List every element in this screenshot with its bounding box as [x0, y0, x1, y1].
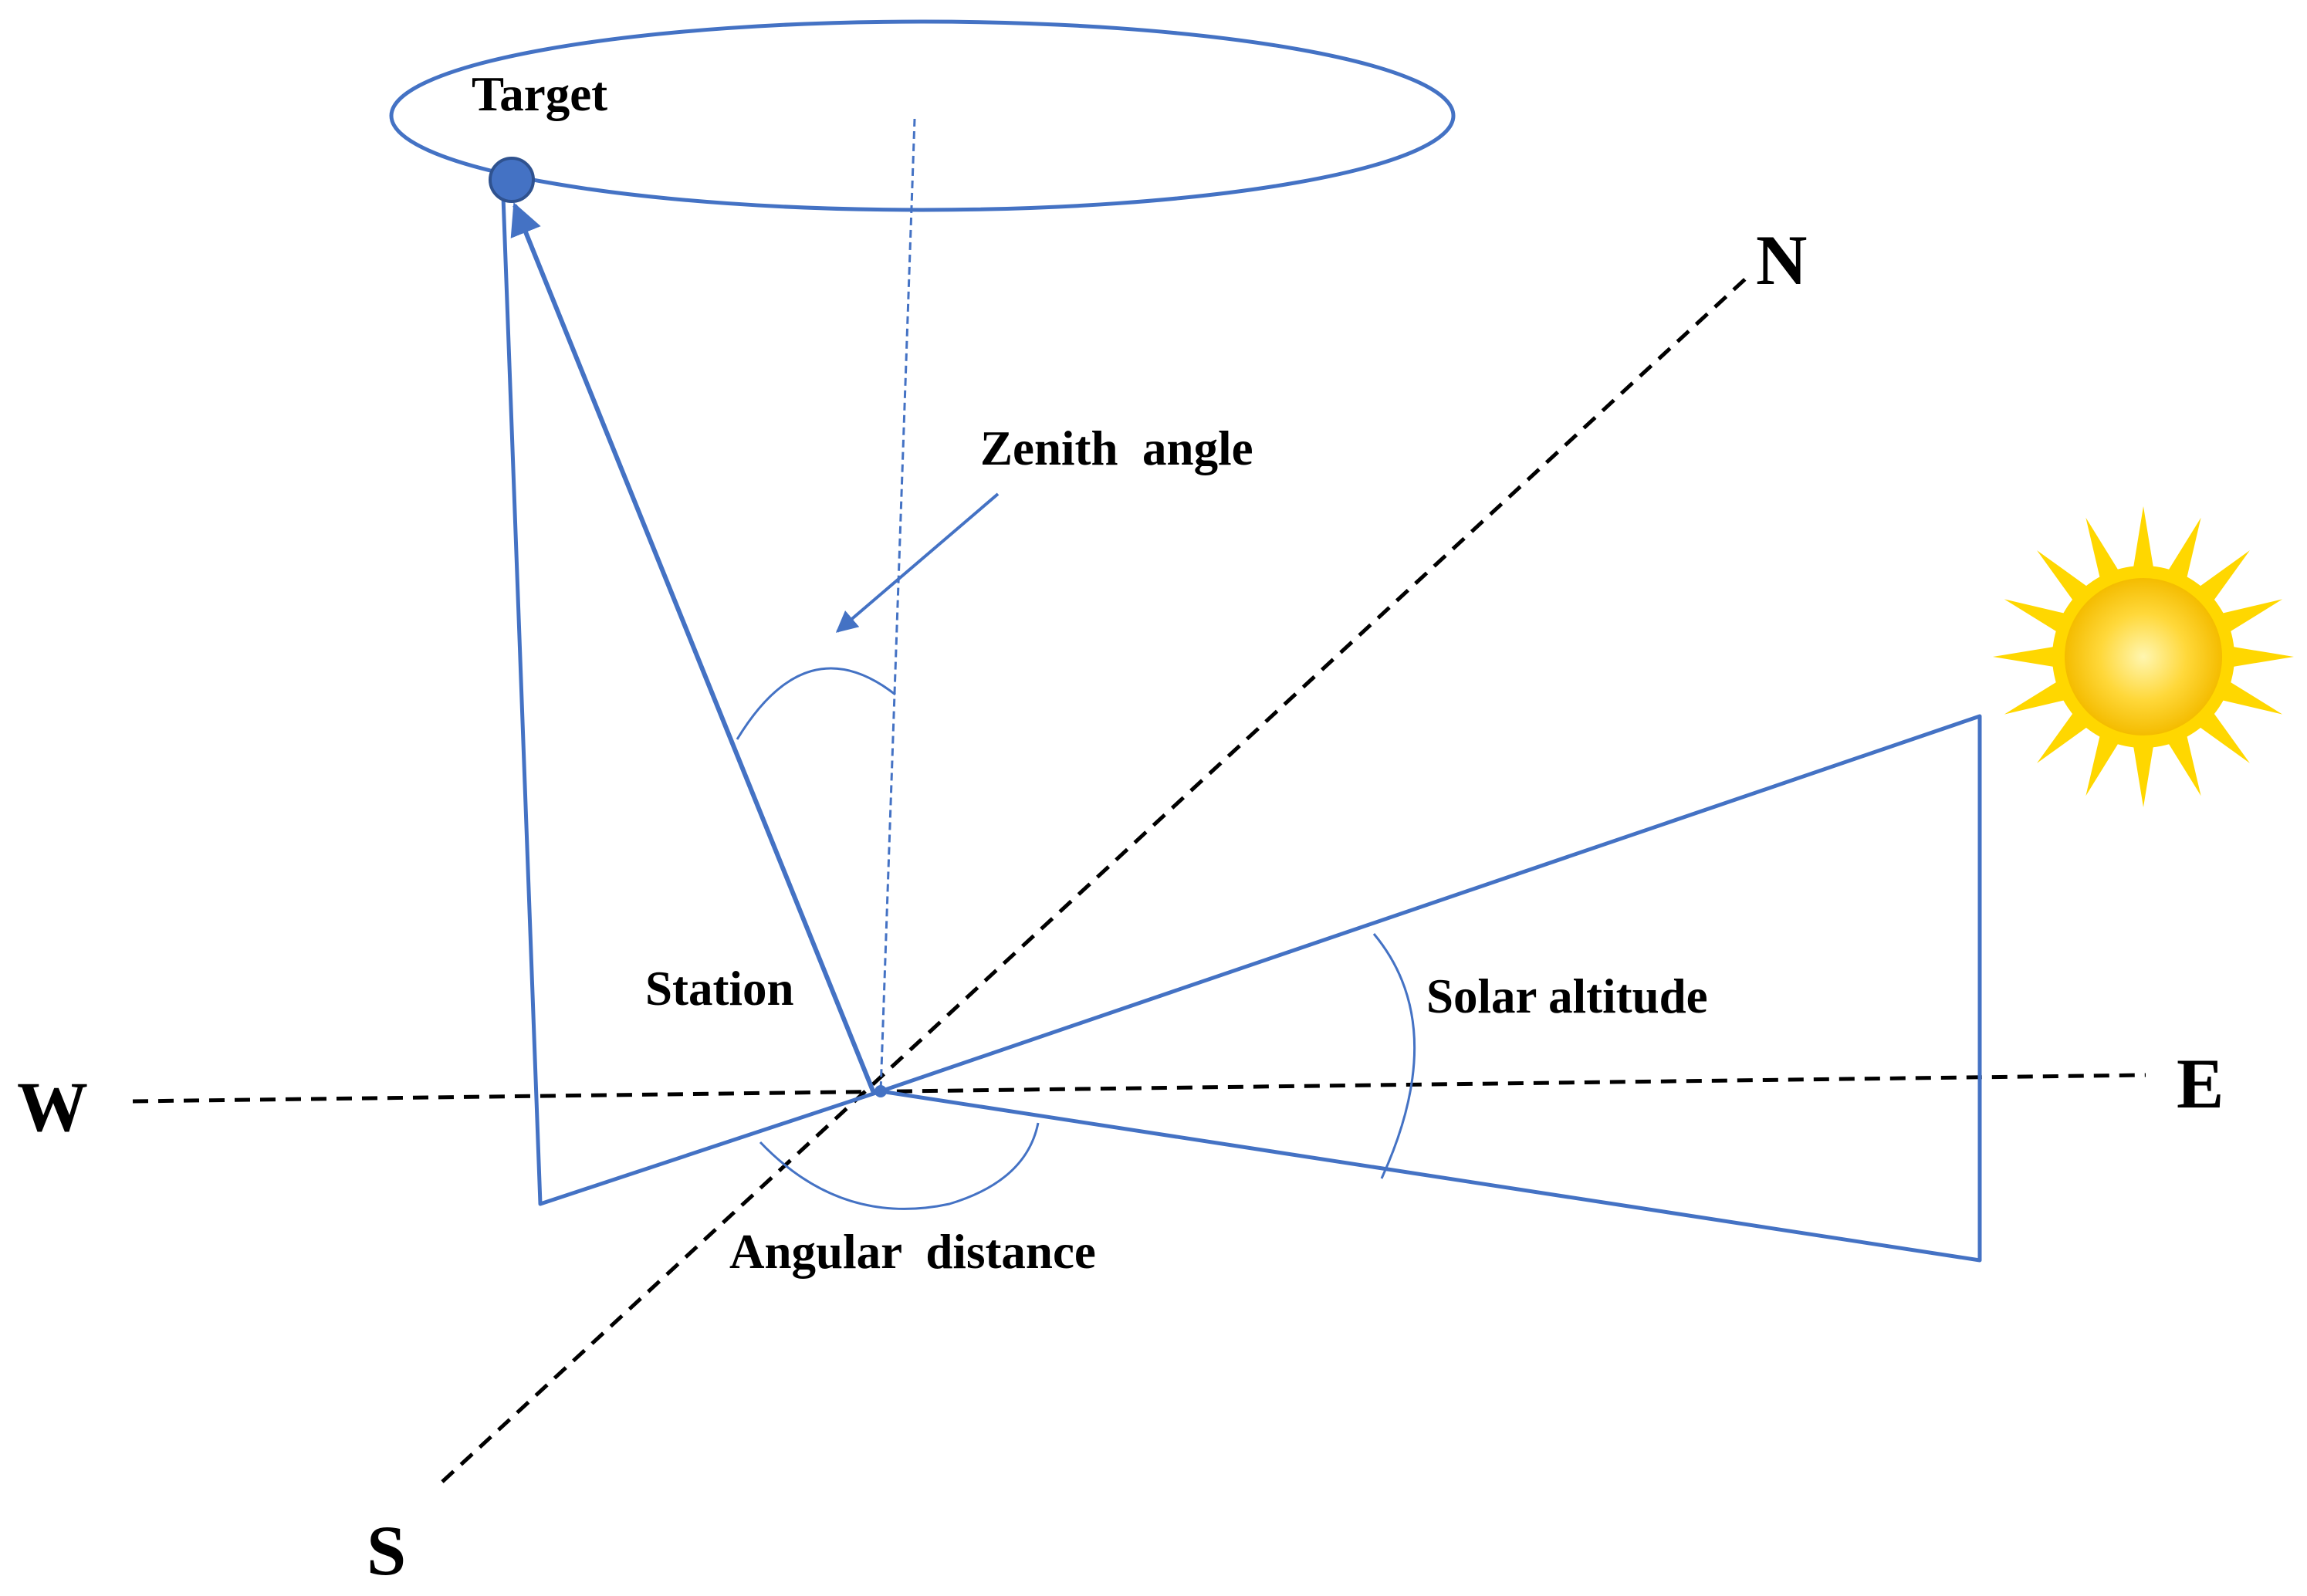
target-label: Target: [472, 67, 607, 121]
station-label: Station: [645, 962, 794, 1016]
west-east-axis: [132, 1073, 2146, 1104]
zenith-line: [879, 118, 916, 1092]
target-orbit-ellipse: [389, 19, 1456, 212]
solar-geometry-triangle: [878, 714, 1982, 1263]
east-label: E: [2177, 1044, 2224, 1123]
target-projection-triangle: [501, 196, 881, 1206]
zenith-angle-pointer-arrow: [835, 492, 1000, 633]
station-point: [874, 1085, 887, 1097]
west-label: W: [17, 1067, 88, 1146]
sun-icon: [1993, 506, 2294, 807]
angular-distance-arc: [759, 1122, 1040, 1210]
solar-altitude-arc: [1372, 933, 1416, 1179]
south-label: S: [367, 1511, 406, 1590]
solar-altitude-label: Solar altitude: [1426, 969, 1708, 1023]
target-dot-icon: [489, 157, 535, 203]
line-of-sight-arrow: [510, 202, 876, 1094]
zenith-angle-arc: [736, 667, 896, 740]
zenith-angle-label: Zenith angle: [980, 421, 1253, 475]
north-label: N: [1756, 221, 1807, 299]
south-north-axis: [441, 275, 1750, 1483]
angular-distance-label: Angular distance: [729, 1225, 1096, 1279]
